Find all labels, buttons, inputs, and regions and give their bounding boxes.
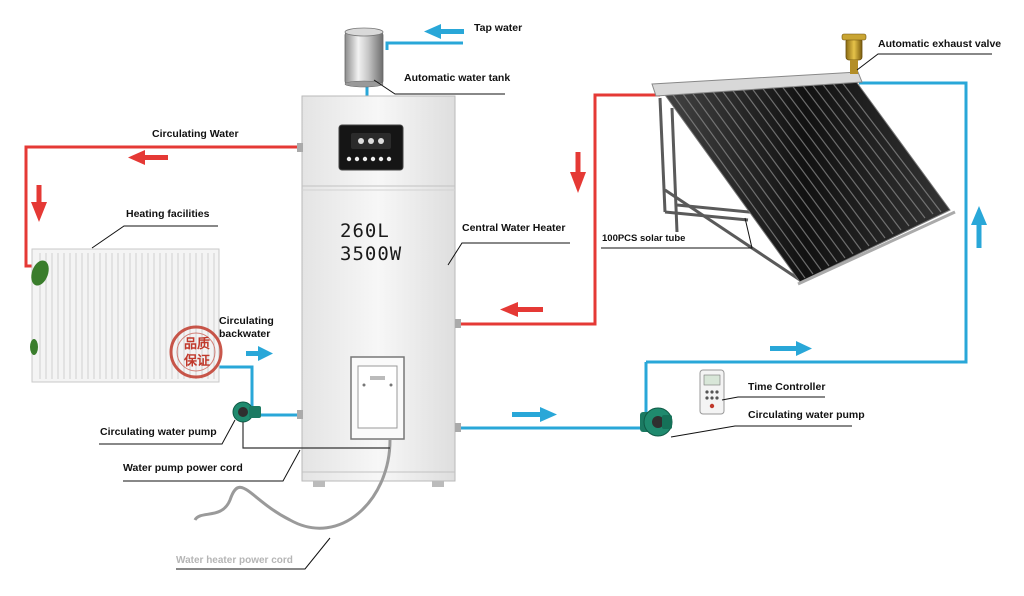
label-circulating-water-pump-left: Circulating water pump — [100, 426, 217, 438]
arrow-left-red-top — [128, 150, 168, 165]
label-solar-tube: 100PCS solar tube — [602, 233, 685, 244]
pump-to-solar-pipe — [646, 81, 968, 364]
leaf-icon — [30, 339, 38, 355]
arrow-up-blue-right — [971, 206, 987, 248]
flow-arrows — [31, 24, 987, 422]
quality-stamp: 品质 保证 — [169, 325, 223, 379]
arrow-right-blue-upper — [770, 341, 812, 356]
arrow-left-red-middle — [500, 302, 543, 317]
label-automatic-exhaust-valve: Automatic exhaust valve — [878, 38, 1001, 50]
label-heating-facilities: Heating facilities — [126, 208, 210, 220]
time-controller[interactable] — [699, 369, 725, 415]
arrow-right-blue-backwater — [246, 346, 273, 361]
arrow-down-red-left — [31, 185, 47, 222]
label-water-heater-power-cord: Water heater power cord — [176, 555, 293, 566]
solar-collector — [651, 71, 956, 286]
radiator — [30, 248, 220, 383]
hot-pipe-to-radiator — [24, 145, 302, 268]
label-circulating-backwater-1: Circulating — [219, 315, 274, 327]
label-tap-water: Tap water — [474, 22, 522, 34]
central-water-heater: 260L 3500W — [297, 95, 461, 487]
label-circulating-water: Circulating Water — [152, 128, 239, 140]
stamp-line-2: 保证 — [183, 353, 210, 369]
label-water-pump-power-cord: Water pump power cord — [123, 462, 243, 474]
arrow-right-blue-bottom — [512, 407, 557, 422]
right-circulating-pump[interactable] — [640, 407, 673, 437]
stamp-line-1: 品质 — [184, 336, 210, 352]
label-time-controller: Time Controller — [748, 381, 825, 393]
hot-pipe-to-solar — [456, 93, 660, 326]
heater-to-right-pump-pipe — [456, 362, 648, 430]
water-heater-power-cord — [193, 439, 392, 530]
heater-power: 3500W — [340, 243, 402, 265]
automatic-water-tank — [344, 27, 384, 88]
arrow-down-red-right — [570, 152, 586, 193]
arrow-left-blue-tap — [424, 24, 464, 39]
label-automatic-water-tank: Automatic water tank — [404, 72, 510, 84]
heater-capacity: 260L — [340, 220, 390, 242]
label-circulating-backwater-2: backwater — [219, 328, 270, 340]
water-pump-power-cord — [242, 422, 390, 449]
automatic-exhaust-valve — [841, 33, 867, 74]
control-panel[interactable] — [338, 124, 404, 171]
left-circulating-pump[interactable] — [232, 401, 261, 423]
leader-lines — [91, 53, 992, 570]
access-panel — [350, 356, 405, 440]
label-central-water-heater: Central Water Heater — [462, 222, 565, 234]
tap-water-pipe — [385, 41, 463, 50]
labels: Tap water Automatic water tank Automatic… — [100, 22, 1001, 566]
label-circulating-water-pump-right: Circulating water pump — [748, 409, 865, 421]
leaf-icon — [31, 260, 49, 286]
